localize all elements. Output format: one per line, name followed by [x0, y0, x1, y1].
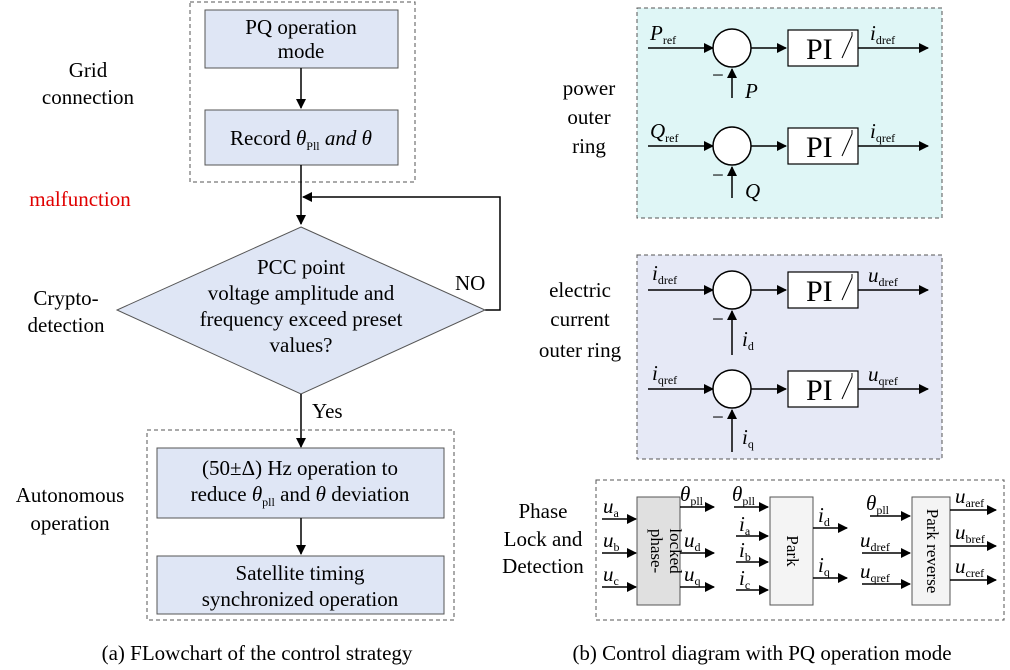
id-park-label: id — [818, 503, 830, 529]
caption-a: (a) FLowchart of the control strategy — [102, 641, 413, 665]
theta-out-label: θpll — [680, 482, 704, 508]
sum-q — [712, 126, 752, 166]
park-label: Park — [783, 535, 802, 567]
pq-mode-box — [204, 9, 399, 69]
decision-line2: voltage amplitude and — [208, 281, 395, 305]
pq-line1: PQ operation — [245, 15, 357, 39]
q-fb: Q — [745, 179, 760, 203]
power-label-2: outer — [567, 105, 610, 129]
phase-locked-1: phase- — [647, 529, 666, 574]
autonomous-group — [146, 429, 455, 621]
limiter-id — [841, 274, 853, 301]
caption-b: (b) Control diagram with PQ operation mo… — [572, 641, 951, 665]
udref-rev-label: udref — [860, 528, 890, 554]
park-block — [769, 496, 814, 606]
ud-pll-label: ud — [684, 528, 701, 554]
stage-grid-1: Grid — [69, 58, 108, 82]
pll-label-3: Detection — [502, 554, 584, 578]
pll-label-1: Phase — [519, 499, 568, 523]
decision-line3: frequency exceed preset — [200, 307, 403, 331]
record-text: Record θPll and θ — [230, 126, 372, 153]
sat-line1: Satellite timing — [236, 561, 365, 585]
iq-in: iqref — [652, 361, 677, 387]
yes-label: Yes — [312, 399, 343, 423]
pi-label-p: PI — [806, 33, 833, 66]
p-fb: P — [744, 79, 758, 103]
stage-grid-2: connection — [42, 85, 135, 109]
theta-park-label: θpll — [732, 482, 756, 508]
ua-label: ua — [603, 494, 620, 520]
phase-locked-2: locked — [666, 528, 685, 574]
pi-label-id: PI — [806, 275, 833, 308]
sat-line2: synchronized operation — [202, 587, 399, 611]
iq-fb: iq — [742, 425, 754, 451]
satellite-box — [156, 555, 445, 615]
sum-p — [712, 28, 752, 68]
limiter-iq — [841, 373, 853, 400]
id-in: idref — [652, 261, 677, 287]
pll-label-2: Lock and — [504, 527, 583, 551]
limiter-p — [841, 32, 853, 59]
id-out: idref — [870, 21, 895, 47]
stage-auto-2: operation — [30, 511, 110, 535]
iq-park-label: iq — [818, 553, 830, 579]
ia-label: ia — [739, 512, 751, 538]
park-reverse-block — [911, 496, 951, 606]
decision-line1: PCC point — [257, 255, 345, 279]
sum-id — [712, 270, 752, 310]
no-loop-arrow — [302, 192, 501, 311]
stage-auto-1: Autonomous — [16, 483, 125, 507]
ud-out: udref — [868, 263, 898, 289]
hz-line1: (50±Δ) Hz operation to — [202, 456, 398, 480]
current-label-1: electric — [549, 278, 611, 302]
pll-panel — [595, 479, 1005, 621]
p-ref: Pref — [649, 21, 676, 47]
phase-locked-block — [636, 496, 681, 606]
stage-crypto-1: Crypto- — [33, 286, 98, 310]
uc-label: uc — [603, 562, 619, 588]
hz-box — [156, 447, 445, 519]
sum-iq — [712, 369, 752, 409]
stage-crypto-2: detection — [28, 313, 105, 337]
minus-iq: − — [712, 405, 724, 429]
id-fb: id — [742, 327, 754, 353]
ub-label: ub — [603, 528, 620, 554]
pi-label-iq: PI — [806, 374, 833, 407]
control-diagram: power outer ring electric current outer … — [502, 7, 1005, 665]
ic-label: ic — [739, 566, 750, 592]
ib-label: ib — [739, 538, 751, 564]
stage-malfunction: malfunction — [29, 187, 131, 211]
uaref-label: uaref — [955, 484, 984, 510]
theta-rev-label: θpll — [866, 491, 890, 517]
no-label: NO — [455, 271, 485, 295]
uqref-rev-label: uqref — [860, 559, 890, 585]
flowchart: PQ operation mode Record θPll and θ PCC … — [16, 1, 501, 665]
uq-out: uqref — [868, 362, 898, 388]
limiter-q — [841, 130, 853, 157]
grid-connection-group — [189, 1, 416, 183]
ubref-label: ubref — [955, 520, 985, 546]
pi-label-q: PI — [806, 131, 833, 164]
decision-line4: values? — [270, 333, 333, 357]
park-reverse-label: Park reverse — [923, 509, 942, 594]
pq-line2: mode — [278, 39, 325, 63]
current-label-3: outer ring — [539, 338, 622, 362]
q-ref: Qref — [650, 119, 679, 145]
power-label-1: power — [563, 76, 615, 100]
uq-pll-label: uq — [684, 562, 701, 588]
minus-id: − — [712, 307, 724, 331]
ucref-label: ucref — [955, 554, 984, 580]
minus-p: − — [712, 63, 724, 87]
minus-q: − — [712, 163, 724, 187]
power-label-3: ring — [572, 134, 606, 158]
current-label-2: current — [550, 307, 610, 331]
iq-out: iqref — [870, 119, 895, 145]
hz-line2: reduce θpll and θ deviation — [191, 482, 410, 509]
